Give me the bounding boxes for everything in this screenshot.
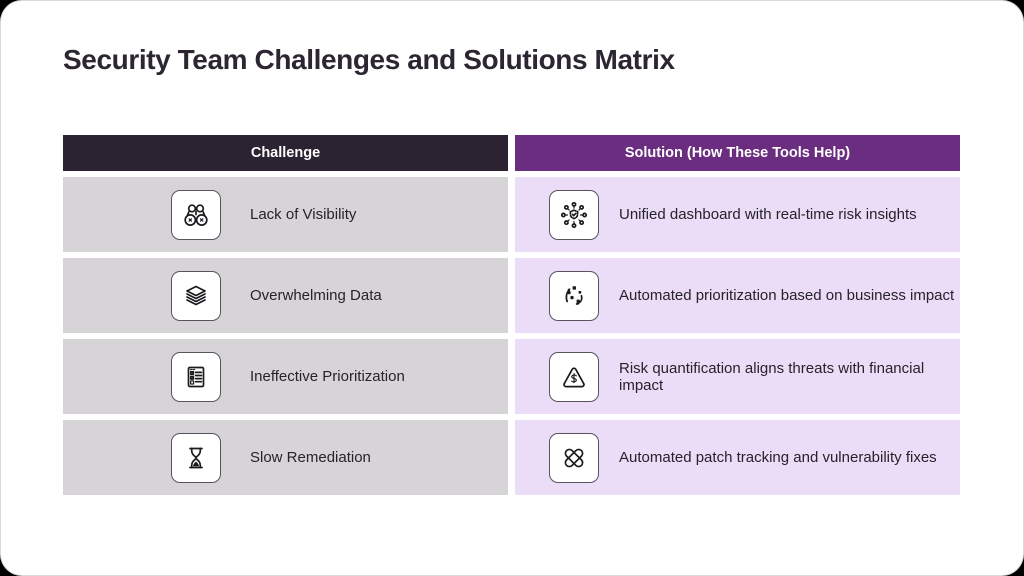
patch-bandage-icon bbox=[549, 432, 599, 483]
table-row-1-challenge: Lack of Visibility bbox=[63, 177, 508, 252]
solution-label: Automated patch tracking and vulnerabili… bbox=[619, 449, 937, 466]
challenges-solutions-matrix: Challenge Solution (How These Tools Help… bbox=[63, 135, 960, 495]
table-row-2-solution: Automated prioritization based on busine… bbox=[515, 258, 960, 333]
page-title: Security Team Challenges and Solutions M… bbox=[63, 44, 675, 75]
hourglass-icon bbox=[171, 432, 221, 483]
solution-label: Unified dashboard with real-time risk in… bbox=[619, 206, 917, 223]
challenge-column-header: Challenge bbox=[63, 135, 508, 171]
shield-network-icon bbox=[549, 189, 599, 240]
binoculars-icon bbox=[171, 189, 221, 240]
table-row-3-solution: Risk quantification aligns threats with … bbox=[515, 339, 960, 414]
solution-label: Risk quantification aligns threats with … bbox=[619, 359, 925, 394]
table-row-1-solution: Unified dashboard with real-time risk in… bbox=[515, 177, 960, 252]
layers-stack-icon bbox=[171, 270, 221, 321]
challenge-label: Lack of Visibility bbox=[250, 206, 357, 223]
challenge-label: Slow Remediation bbox=[250, 449, 371, 466]
challenge-label: Overwhelming Data bbox=[250, 287, 382, 304]
scatter-flow-icon bbox=[549, 270, 599, 321]
checklist-document-icon bbox=[171, 351, 221, 402]
table-row-4-challenge: Slow Remediation bbox=[63, 420, 508, 495]
solution-column-header: Solution (How These Tools Help) bbox=[515, 135, 960, 171]
table-row-3-challenge: Ineffective Prioritization bbox=[63, 339, 508, 414]
solution-label: Automated prioritization based on busine… bbox=[619, 287, 955, 304]
table-row-2-challenge: Overwhelming Data bbox=[63, 258, 508, 333]
challenge-header-label: Challenge bbox=[250, 145, 321, 161]
solution-header-label: Solution (How These Tools Help) bbox=[624, 145, 851, 161]
challenge-label: Ineffective Prioritization bbox=[250, 368, 405, 385]
dollar-warning-triangle-icon bbox=[549, 351, 599, 402]
table-row-4-solution: Automated patch tracking and vulnerabili… bbox=[515, 420, 960, 495]
